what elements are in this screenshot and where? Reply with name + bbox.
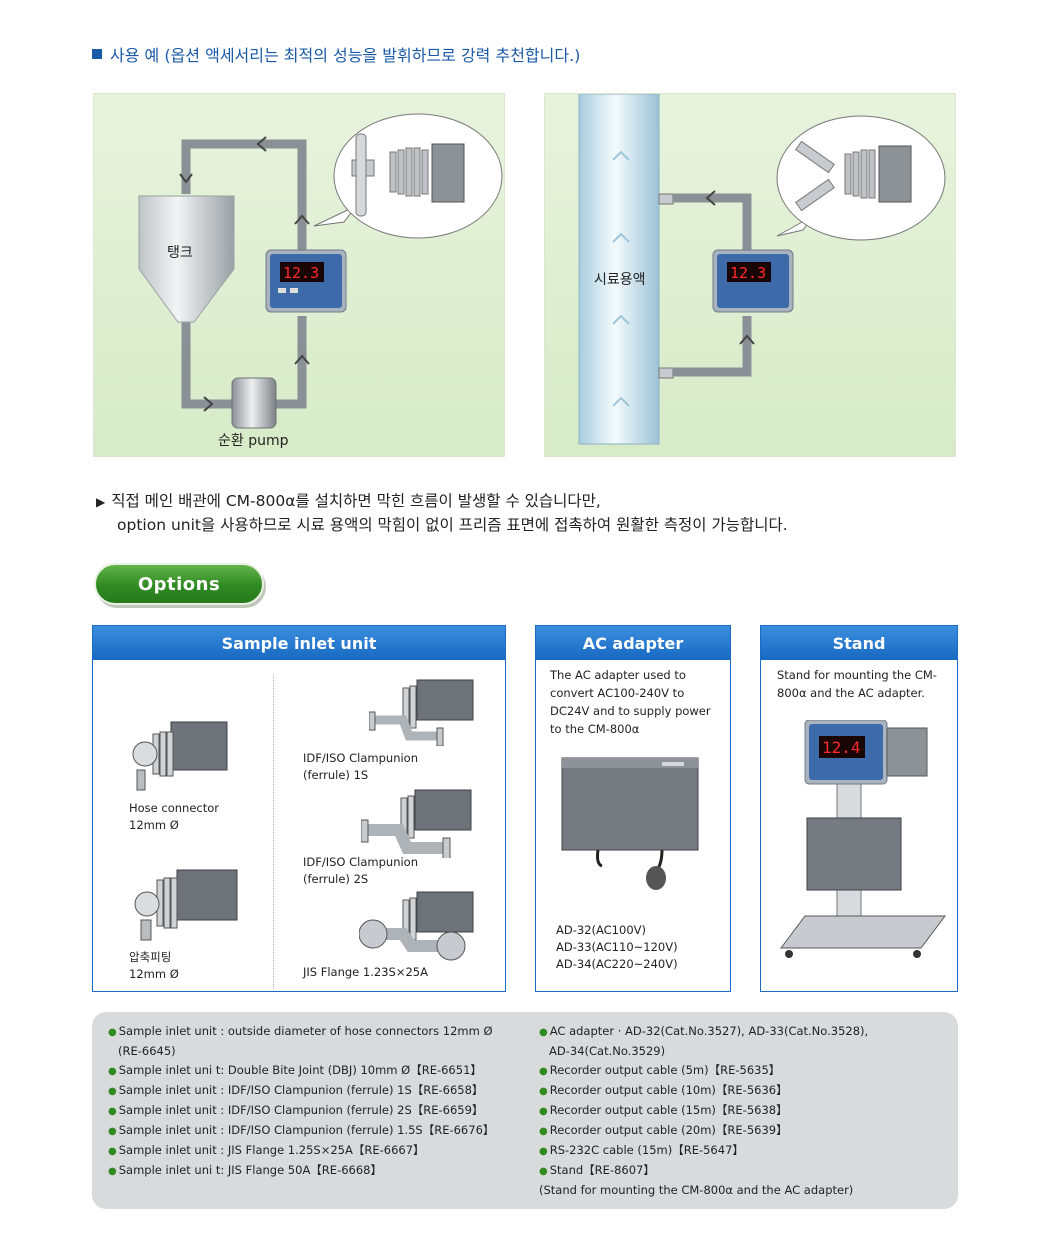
stand-image: 12.4 [777, 720, 947, 960]
compression-fitting-caption: 압축피팅 12mm Ø [129, 950, 179, 981]
sample-solution-label: 시료용액 [594, 272, 646, 288]
spec-item: ●AC adapter · AD-32(Cat.No.3527), AD-33(… [539, 1024, 869, 1038]
spec-item: ●Recorder output cable (20m)【RE-5639】 [539, 1123, 788, 1137]
right-controller-display: 12.3 [730, 264, 766, 282]
main-pipe-illustration: 12.3 [578, 94, 946, 445]
spec-item-continuation: AD-34(Cat.No.3529) [549, 1044, 666, 1058]
spec-item: ●Recorder output cable (10m)【RE-5636】 [539, 1083, 788, 1097]
green-bullet-icon: ● [539, 1086, 548, 1097]
ac-adapter-box: AC adapter The AC adapter used to conver… [535, 625, 731, 992]
triangle-bullet-icon: ▶ [96, 495, 106, 509]
spec-item-continuation: (RE-6645) [118, 1044, 176, 1058]
tank-circulation-diagram: 12.3 탱크 순환 pump [93, 93, 505, 457]
spec-item: ●Sample inlet unit : outside diameter of… [108, 1024, 493, 1038]
compression-fitting-image [131, 864, 241, 944]
clamp-1s-image [369, 676, 479, 746]
spec-item: ●Sample inlet unit : IDF/ISO Clampunion … [108, 1103, 484, 1117]
stand-description: Stand for mounting the CM-800α and the A… [777, 668, 937, 700]
hose-connector-caption: Hose connector 12mm Ø [129, 801, 220, 832]
clamp-2s-caption: IDF/ISO Clampunion (ferrule) 2S [303, 855, 419, 886]
green-bullet-icon: ● [108, 1066, 117, 1077]
specs-right-column: ●AC adapter · AD-32(Cat.No.3527), AD-33(… [539, 1022, 868, 1200]
green-bullet-icon: ● [539, 1106, 548, 1117]
stand-title: Stand [761, 626, 957, 660]
ac-adapter-models: AD-32(AC100V) AD-33(AC110~120V) AD-34(AC… [556, 923, 678, 971]
spec-item: ●Recorder output cable (5m)【RE-5635】 [539, 1063, 781, 1077]
green-bullet-icon: ● [108, 1166, 117, 1177]
left-controller-display: 12.3 [283, 264, 319, 282]
section-title-text: 사용 예 (옵션 액세서리는 최적의 성능을 발휘하므로 강력 추천합니다.) [110, 46, 581, 65]
stand-controller-display: 12.4 [822, 738, 861, 757]
green-bullet-icon: ● [108, 1106, 117, 1117]
green-bullet-icon: ● [539, 1146, 548, 1157]
spec-item: ●Sample inlet uni t: JIS Flange 50A【RE-6… [108, 1163, 382, 1177]
main-pipe-diagram: 12.3 시료용액 [544, 93, 956, 457]
hose-connector-image [131, 714, 231, 794]
divider [273, 674, 274, 989]
specs-left-column: ●Sample inlet unit : outside diameter of… [108, 1022, 494, 1181]
green-bullet-icon: ● [108, 1086, 117, 1097]
pump-label: 순환 pump [218, 433, 289, 449]
spec-item: ●RS-232C cable (15m)【RE-5647】 [539, 1143, 744, 1157]
tank-circulation-illustration: 12.3 [138, 113, 503, 429]
spec-item: ●Recorder output cable (15m)【RE-5638】 [539, 1103, 788, 1117]
clamp-1s-caption: IDF/ISO Clampunion (ferrule) 1S [303, 751, 419, 782]
green-bullet-icon: ● [108, 1126, 117, 1137]
spec-item: ●Sample inlet unit : IDF/ISO Clampunion … [108, 1123, 495, 1137]
green-bullet-icon: ● [539, 1126, 548, 1137]
ac-adapter-title: AC adapter [536, 626, 730, 660]
options-label: Options [137, 573, 221, 595]
jis-flange-image [359, 890, 479, 962]
options-heading: Options [94, 563, 264, 605]
clamp-2s-image [361, 788, 476, 858]
green-bullet-icon: ● [539, 1027, 548, 1038]
green-bullet-icon: ● [108, 1146, 117, 1157]
specs-panel: ●Sample inlet unit : outside diameter of… [92, 1012, 958, 1209]
sample-inlet-unit-box: Sample inlet unit Hose connector 12mm Ø … [92, 625, 506, 992]
spec-item: ●Sample inlet uni t: Double Bite Joint (… [108, 1063, 482, 1077]
spec-item: ●Sample inlet unit : JIS Flange 1.25S×25… [108, 1143, 425, 1157]
stand-box: Stand Stand for mounting the CM-800α and… [760, 625, 958, 992]
tank-label: 탱크 [167, 245, 193, 261]
jis-flange-caption: JIS Flange 1.23S×25A [303, 965, 428, 979]
spec-item: ●Stand【RE-8607】 [539, 1163, 655, 1177]
ac-adapter-image [558, 754, 708, 894]
sample-inlet-unit-title: Sample inlet unit [93, 626, 505, 660]
spec-item-continuation: (Stand for mounting the CM-800α and the … [539, 1183, 854, 1197]
green-bullet-icon: ● [539, 1166, 548, 1177]
description-line-2: option unit을 사용하므로 시료 용액의 막힘이 없이 프리즘 표면에… [117, 516, 788, 534]
square-bullet-icon [92, 49, 102, 59]
spec-item: ●Sample inlet unit : IDF/ISO Clampunion … [108, 1083, 484, 1097]
description-line-1: ▶직접 메인 배관에 CM-800α를 설치하면 막힌 흐름이 발생할 수 있습… [96, 492, 601, 510]
section-title: 사용 예 (옵션 액세서리는 최적의 성능을 발휘하므로 강력 추천합니다.) [92, 42, 580, 66]
green-bullet-icon: ● [108, 1027, 117, 1038]
green-bullet-icon: ● [539, 1066, 548, 1077]
ac-adapter-description: The AC adapter used to convert AC100-240… [550, 668, 711, 736]
